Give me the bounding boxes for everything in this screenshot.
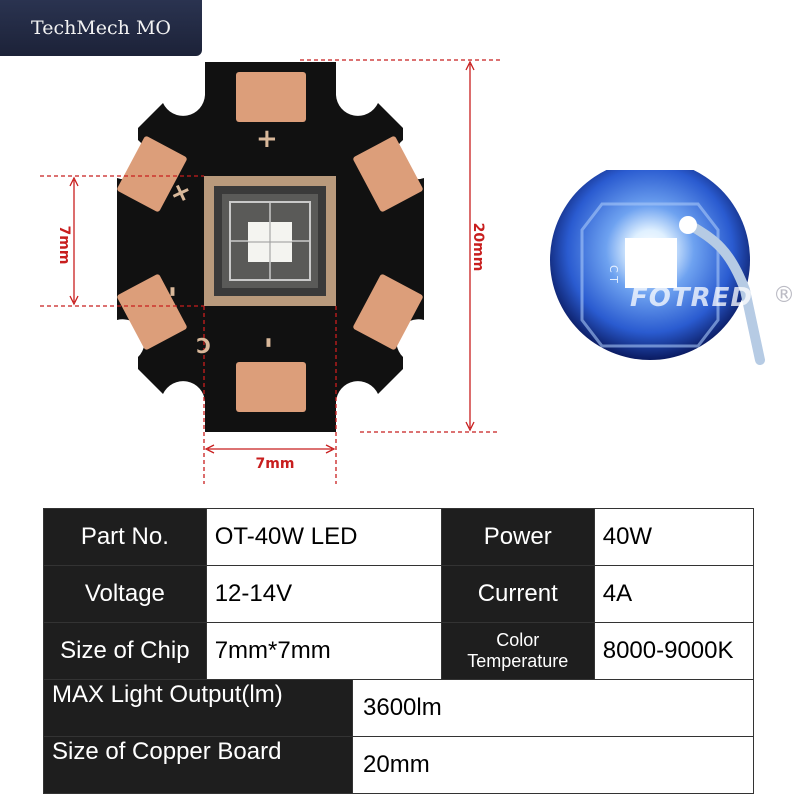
spec-max-output-label: MAX Light Output(lm) 3600lm (43, 679, 442, 737)
led-board-diagram (40, 59, 500, 484)
registered-mark: ® (773, 283, 795, 308)
spec-row: Voltage 12-14V Current 4A (43, 565, 754, 623)
dimension-lines (40, 59, 500, 484)
spec-table: Part No. OT-40W LED Power 40W Voltage 12… (43, 508, 754, 794)
spec-row: Size of Copper Board 20mm (43, 736, 754, 794)
spec-row: Size of Chip 7mm*7mm Color Temperature 8… (43, 622, 754, 680)
spec-row: Part No. OT-40W LED Power 40W (43, 508, 754, 566)
pad-mark-minus-left: - (157, 285, 191, 298)
spec-board-size-label-text: Size of Copper Board (52, 738, 282, 765)
spec-chip-size-value: 7mm*7mm (205, 622, 442, 680)
wire-lead (685, 220, 765, 365)
spec-row: MAX Light Output(lm) 3600lm (43, 679, 754, 737)
spec-max-output-spacer (440, 679, 754, 737)
photo-board-letters: C T (607, 265, 620, 283)
pad-bottom (236, 362, 306, 412)
spec-board-size-spacer (440, 736, 754, 794)
spec-voltage-value: 12-14V (205, 565, 442, 623)
brand-label: TechMech MO (31, 17, 171, 39)
spec-chip-size-label: Size of Chip (43, 622, 207, 680)
spec-power-value: 40W (593, 508, 754, 566)
board-size-dimension-label: 20mm (470, 222, 486, 272)
pad-lower-left (117, 274, 187, 350)
spec-color-temp-value: 8000-9000K (593, 622, 754, 680)
spec-board-size-value: 20mm (352, 737, 442, 793)
board-letter-c: C (196, 333, 211, 357)
spec-voltage-label: Voltage (43, 565, 207, 623)
spec-part-no-value: OT-40W LED (205, 508, 442, 566)
pad-mark-plus-top: + (256, 124, 278, 154)
chip-width-dimension-label: 7mm (255, 456, 295, 472)
spec-power-label: Power (440, 508, 595, 566)
pad-upper-right (353, 136, 423, 212)
chip-height-dimension-label: 7mm (56, 225, 72, 265)
pad-top (236, 72, 306, 122)
pad-upper-left (117, 136, 187, 212)
spec-color-temp-label: Color Temperature (440, 622, 595, 680)
spec-board-size-label: Size of Copper Board 20mm (43, 736, 442, 794)
spec-current-label: Current (440, 565, 595, 623)
pad-lower-right (353, 274, 423, 350)
spec-max-output-label-text: MAX Light Output(lm) (52, 681, 283, 708)
spec-current-value: 4A (593, 565, 754, 623)
fotred-watermark: FOTRED (630, 283, 753, 313)
brand-banner: TechMech MO (0, 0, 202, 56)
pad-mark-minus-bottom: - (253, 336, 287, 349)
spec-max-output-value: 3600lm (352, 680, 442, 736)
lit-led-photo: C T (540, 170, 800, 390)
spec-color-temp-label-line1: Color (496, 630, 540, 650)
spec-part-no-label: Part No. (43, 508, 207, 566)
led-emitter (625, 238, 677, 288)
spec-color-temp-label-line2: Temperature (467, 651, 569, 671)
